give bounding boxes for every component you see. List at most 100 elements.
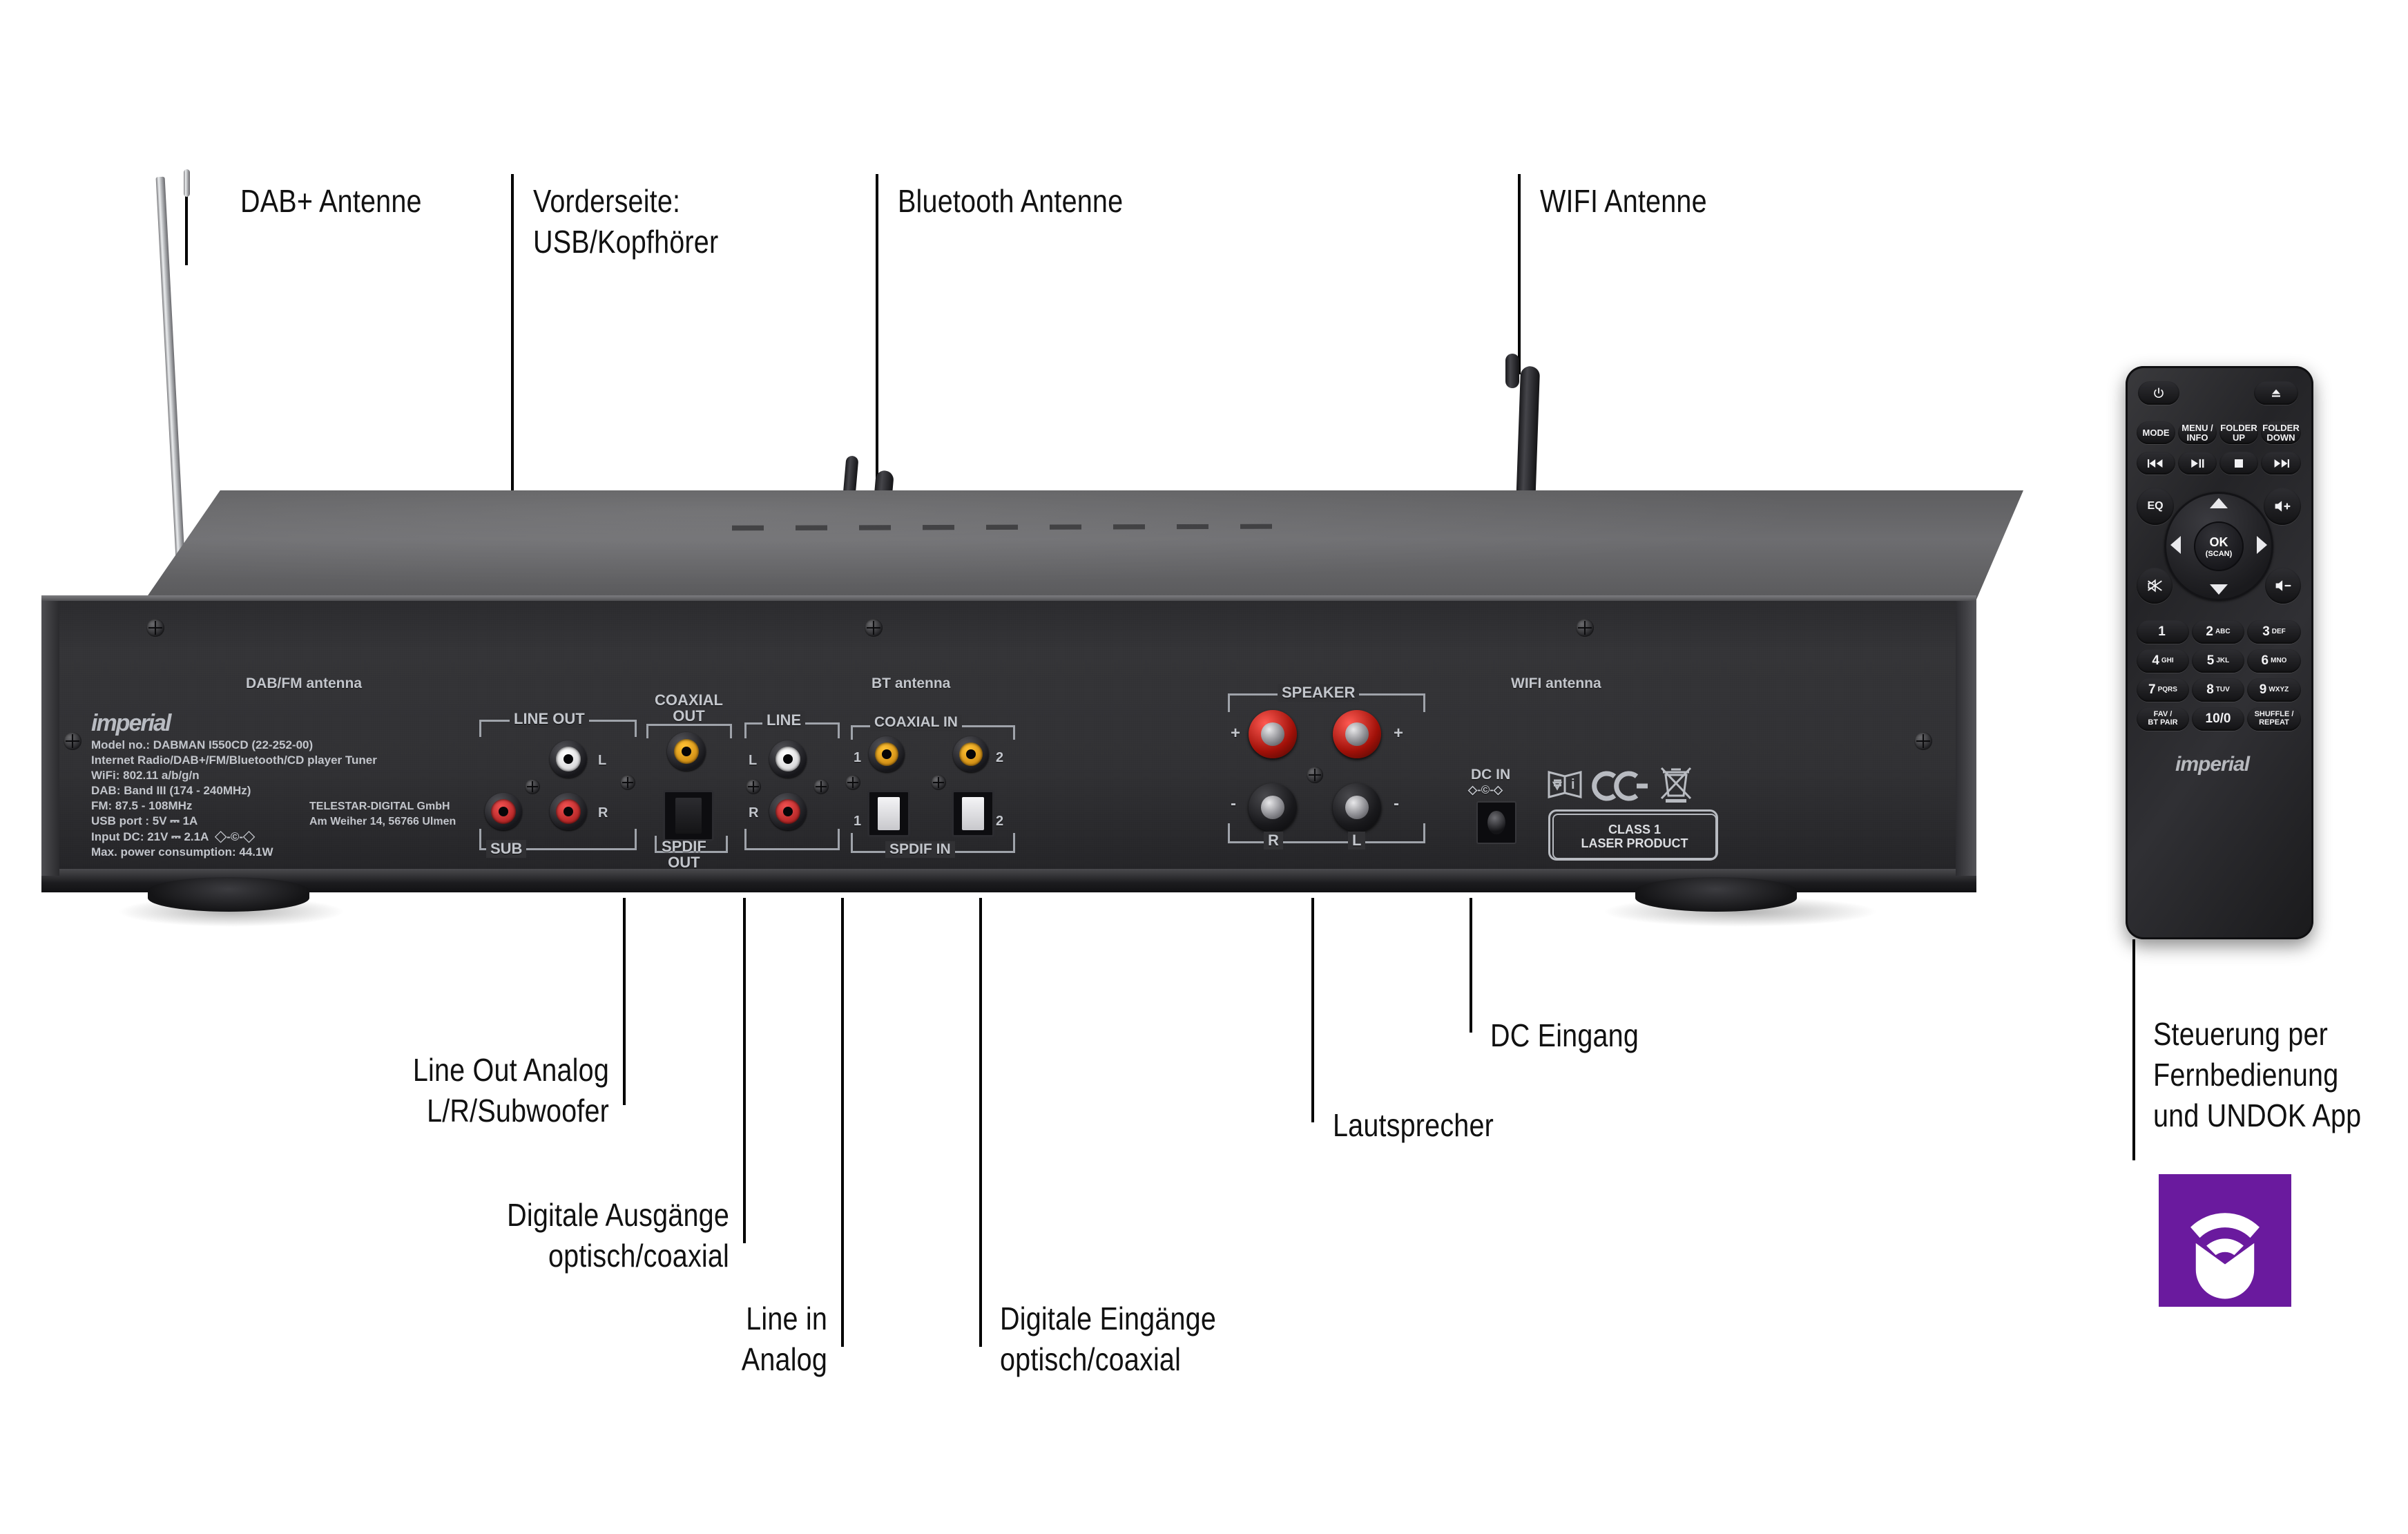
key-1-num: 1: [2158, 624, 2166, 640]
label-speaker-l: L: [1348, 832, 1366, 850]
device-spec-label: Model no.: DABMAN I550CD (22-252-00) Int…: [91, 738, 377, 859]
remote-next-button[interactable]: [2261, 452, 2301, 474]
callout-digitale-eingaenge: Digitale Eingänge optisch/coaxial: [1000, 1301, 1217, 1377]
device-manufacturer-line1: TELESTAR-DIGITAL GmbH: [309, 800, 450, 812]
screw-speaker: [1307, 767, 1323, 783]
dpad-up-arrow[interactable]: [2210, 498, 2228, 508]
remote-key-1[interactable]: 1: [2137, 620, 2189, 644]
remote-menu-info-button[interactable]: MENU / INFO: [2178, 421, 2217, 444]
remote-dpad[interactable]: OK (SCAN): [2164, 492, 2273, 601]
label-speaker-r: R: [1264, 832, 1283, 850]
key-7-num: 7: [2148, 682, 2156, 698]
remote-10-0-button[interactable]: 10/0: [2192, 707, 2244, 731]
line-out-bracket-bottom: [479, 829, 637, 850]
remote-previous-button[interactable]: [2137, 452, 2175, 474]
undok-logo-glyph: [2190, 1213, 2260, 1299]
jack-line-in-l[interactable]: [769, 740, 807, 778]
leader-digital-out: [743, 898, 746, 1243]
terminal-speaker-r-positive[interactable]: [1333, 710, 1381, 758]
remote-shuffle-repeat-button[interactable]: SHUFFLE / REPEAT: [2247, 707, 2301, 731]
screw-coaxin-b: [931, 775, 946, 790]
label-wifi-antenna: WIFI antenna: [1511, 675, 1601, 691]
jack-spdif-optical-in-1[interactable]: [867, 790, 910, 837]
remote-key-3[interactable]: 3 DEF: [2247, 620, 2301, 644]
leader-steuerung: [2132, 939, 2135, 1160]
undok-logo: [2159, 1174, 2291, 1307]
remote-key-7[interactable]: 7 PQRS: [2137, 678, 2189, 702]
dpad-down-arrow[interactable]: [2210, 584, 2228, 595]
jack-coaxial-in-1[interactable]: [869, 736, 905, 772]
leader-line-in: [841, 898, 844, 1347]
label-spdif-in-2: 2: [996, 814, 1004, 829]
dpad-right-arrow[interactable]: [2257, 536, 2267, 554]
jack-dc-in[interactable]: [1476, 801, 1516, 844]
remote-folder-up-button[interactable]: FOLDER UP: [2219, 421, 2258, 444]
remote-stop-button[interactable]: [2219, 452, 2258, 474]
remote-control[interactable]: MODE MENU / INFO FOLDER UP FOLDER DOWN E…: [2126, 366, 2313, 939]
chassis-screw-5: [64, 732, 81, 750]
remote-volume-up-button[interactable]: [2264, 488, 2301, 525]
chassis-screw-3: [1576, 619, 1594, 637]
laser-product-label: CLASS 1 LASER PRODUCT: [1548, 809, 1718, 861]
remote-volume-down-button[interactable]: [2265, 568, 2301, 604]
key-6-num: 6: [2261, 653, 2269, 669]
label-dc-in: DC IN: [1471, 767, 1511, 783]
remote-power-button[interactable]: [2138, 381, 2179, 405]
chassis-screw-2: [865, 619, 883, 637]
jack-spdif-optical-out[interactable]: [663, 790, 714, 841]
remote-mute-button[interactable]: [2137, 568, 2173, 604]
remote-key-4[interactable]: 4 GHI: [2137, 649, 2189, 673]
remote-key-5[interactable]: 5 JKL: [2192, 649, 2244, 673]
label-coaxial-in-2: 2: [996, 750, 1004, 765]
volume-up-icon: [2275, 501, 2291, 512]
jack-line-in-r[interactable]: [769, 793, 807, 830]
wifi-antenna-tip: [1505, 354, 1519, 388]
jack-spdif-optical-in-2[interactable]: [952, 790, 994, 837]
label-speaker-plus-l: +: [1231, 724, 1241, 742]
next-track-icon: [2274, 459, 2289, 468]
callout-bluetooth-antenne: Bluetooth Antenne: [898, 183, 1124, 219]
dc-in-polarity-symbol: ◇-©-◇: [1468, 783, 1503, 796]
previous-track-icon: [2148, 459, 2163, 468]
callout-line-out: Line Out Analog L/R/Subwoofer: [412, 1052, 609, 1129]
jack-line-out-r[interactable]: [550, 793, 587, 830]
remote-key-9[interactable]: 9 WXYZ: [2247, 678, 2301, 702]
jack-coaxial-in-2[interactable]: [953, 736, 989, 772]
jack-line-out-l[interactable]: [550, 740, 587, 778]
remote-eq-button[interactable]: EQ: [2137, 488, 2174, 525]
label-line-out-r: R: [598, 805, 608, 821]
ce-mark-icon: [1592, 771, 1648, 801]
remote-folder-down-button[interactable]: FOLDER DOWN: [2261, 421, 2301, 444]
remote-key-2[interactable]: 2 ABC: [2192, 620, 2244, 644]
leader-wifi: [1518, 174, 1521, 374]
label-line-in: LINE: [762, 711, 806, 729]
remote-key-6[interactable]: 6 MNO: [2247, 649, 2301, 673]
label-bt-antenna: BT antenna: [871, 675, 951, 691]
label-line-out: LINE OUT: [510, 710, 589, 728]
label-coaxial-in: COAXIAL IN: [870, 714, 962, 731]
dpad-left-arrow[interactable]: [2170, 536, 2181, 554]
jack-coaxial-out[interactable]: [667, 732, 706, 771]
terminal-speaker-l-negative[interactable]: [1249, 783, 1297, 832]
remote-fav-btpair-button[interactable]: FAV / BT PAIR: [2137, 707, 2189, 731]
callout-line-in: Line in Analog: [741, 1301, 827, 1377]
laser-class-line1: CLASS 1: [1608, 822, 1661, 836]
remote-mode-button[interactable]: MODE: [2137, 421, 2175, 444]
spdif-out-bracket: [655, 836, 728, 853]
screw-coax-out: [620, 775, 635, 790]
callout-lautsprecher: Lautsprecher: [1333, 1107, 1494, 1143]
terminal-speaker-l-positive[interactable]: [1249, 710, 1297, 758]
volume-down-icon: [2275, 580, 2291, 591]
remote-key-8[interactable]: 8 TUV: [2192, 678, 2244, 702]
callout-digitale-ausgaenge: Digitale Ausgänge optisch/coaxial: [507, 1197, 729, 1274]
remote-ok-button[interactable]: OK (SCAN): [2193, 521, 2244, 572]
leader-dab-antenne: [185, 174, 188, 265]
chassis-screw-1: [146, 619, 164, 637]
remote-play-pause-button[interactable]: [2178, 452, 2217, 474]
terminal-speaker-r-negative[interactable]: [1333, 783, 1381, 832]
undok-app-icon[interactable]: [2159, 1174, 2291, 1307]
screw-linein-b: [813, 779, 829, 794]
ok-sub-label: (SCAN): [2205, 549, 2233, 558]
remote-eject-button[interactable]: [2254, 381, 2298, 405]
jack-subwoofer-out[interactable]: [485, 793, 522, 830]
